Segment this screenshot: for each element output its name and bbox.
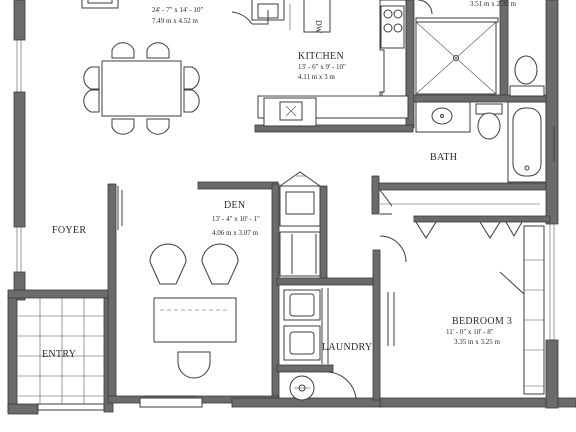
corridor-wall [372,249,381,401]
exterior-wall-left [13,271,26,301]
kitchen-wall-bottom [254,124,414,133]
dining-chair [111,118,135,135]
bath: 3.51 m x 2.39 m BATH [415,0,555,183]
burner [393,23,403,33]
dryer-panel [289,331,315,355]
den-wall-top [197,181,279,190]
window-left-1 [16,40,22,92]
door-swing [379,189,393,207]
den-dim-metric: 4.06 m x 3.07 m [212,229,258,237]
bedroom-wall-top [413,215,551,223]
lounge-chair [201,243,239,285]
dining-chair [111,42,135,59]
dishwasher [303,0,331,33]
den-wall-left [107,183,117,401]
bed-headboard [523,225,545,395]
hall-closets [279,171,540,277]
entry-tile [17,298,104,404]
dishwasher-label: DW [314,20,323,34]
bath-wall [499,0,509,96]
fireplace-inner [87,0,113,4]
bath-label: BATH [430,152,457,163]
exterior-wall-left [13,0,26,41]
exterior-wall-left [13,91,26,228]
kitchen-dim-metric: 4.11 m x 3 m [298,73,335,81]
entry-door-threshold [37,403,105,411]
fireplace-box [81,0,119,9]
den-dim-imperial: 13' - 4" x 10' - 1" [212,215,260,223]
dining-chair [146,42,170,59]
den-window [139,397,203,408]
closet-wall [319,185,328,283]
drain [440,114,444,118]
lounge-chair [149,243,187,285]
entry-wall-top [7,289,114,299]
desk [153,297,237,343]
walls [7,0,576,415]
bedroom-3-label: BEDROOM 3 [452,316,512,327]
toilet [509,55,545,97]
entry-label: ENTRY [42,349,76,360]
den-label: DEN [224,200,245,211]
door-swing [326,371,357,399]
stove [380,5,405,49]
dining-chair [183,89,200,113]
tub-drain [524,165,530,171]
bath-wall-bottom [371,182,549,191]
doors [231,10,269,25]
burner [383,23,393,33]
laundry: LAUNDRY [283,288,372,401]
exterior-wall-bottom [379,397,576,408]
shower-curb [415,17,499,23]
laundry-label: LAUNDRY [322,342,372,353]
kitchen: DW KITCHEN 13' - 6" x 9' - 10" 4.11 m x … [251,0,409,127]
laundry-wall [276,364,334,373]
shower-drain [453,55,459,61]
dining-table [101,60,182,117]
exterior-wall-right [545,339,559,409]
bed-corner [499,271,525,295]
kitchen-label: KITCHEN [298,51,344,62]
window-right [549,224,555,340]
closet-shelf [279,231,321,277]
great-room-dim-imperial: 24' - 7" x 14' - 10" [152,6,204,14]
desk-chair [177,351,211,379]
dining-chair [83,89,100,113]
vanity-sink [431,107,453,125]
dining-chair [183,66,200,90]
toilet [475,103,503,140]
closet-wall [276,277,374,286]
door-swing [417,0,433,15]
bifold-door [479,221,501,239]
dining-chair [146,118,170,135]
burner [383,9,393,19]
room-dim-metric: 3.51 m x 2.39 m [470,0,516,8]
window-left-2 [16,227,22,272]
bedroom-3: BEDROOM 3 11' - 0" x 10' - 8" 3.35 m x 3… [379,225,545,395]
bedroom-3-dim-imperial: 11' - 0" x 10' - 8" [446,328,494,336]
great-room: 24' - 7" x 14' - 10" 7.49 m x 4.52 m [81,0,204,135]
bifold-door [415,221,437,239]
bathtub-basin [512,107,542,177]
burner [393,9,403,19]
great-room-dim-metric: 7.49 m x 4.52 m [152,17,198,25]
entry-wall-bottom [7,403,39,415]
dining-chair [83,66,100,90]
bath-wall-left [371,175,380,215]
washer-panel [289,293,315,317]
entry-wall-left [7,295,18,413]
closet-cabinet [285,191,315,215]
door-swing [231,11,253,25]
foyer-label: FOYER [52,225,86,236]
foyer-entry: FOYER ENTRY [17,225,105,411]
kitchen-dim-imperial: 13' - 6" x 9' - 10" [298,63,346,71]
bifold-door [505,221,523,238]
bedroom-3-dim-metric: 3.35 m x 3.25 m [454,338,500,346]
den: DEN 13' - 4" x 10' - 1" 4.06 m x 3.07 m [117,186,260,408]
exterior-wall-right [545,0,559,225]
door-swing [379,235,407,263]
